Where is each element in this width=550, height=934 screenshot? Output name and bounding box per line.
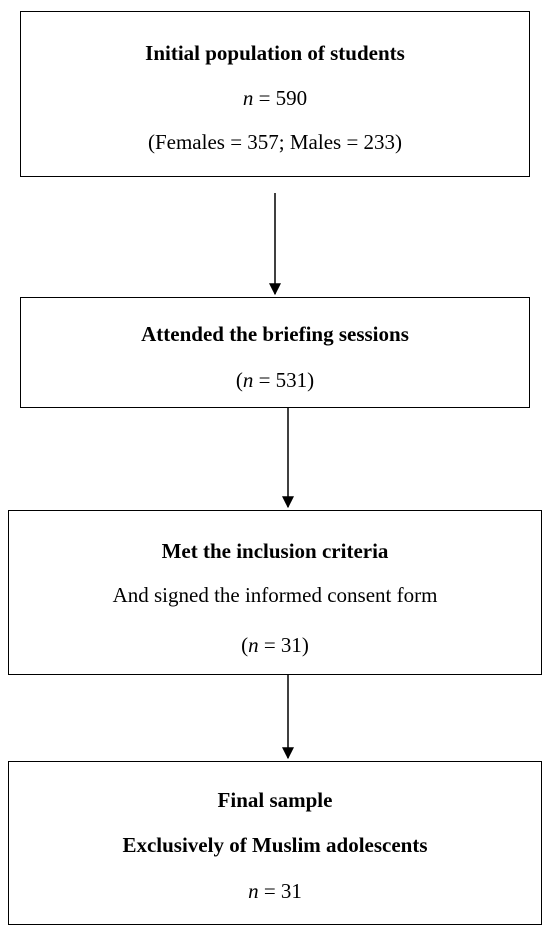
final-sample-subtitle: Exclusively of Muslim adolescents bbox=[122, 833, 428, 857]
n-value: = 31 bbox=[258, 879, 302, 903]
n-value: = 531) bbox=[253, 368, 315, 392]
n-open-paren: ( bbox=[235, 368, 243, 392]
n-symbol: n bbox=[248, 633, 259, 657]
initial-population-breakdown: (Females = 357; Males = 233) bbox=[147, 130, 403, 154]
n-symbol: n bbox=[242, 368, 254, 392]
n-value: = 590 bbox=[253, 86, 308, 110]
initial-population-title: Initial population of students bbox=[145, 41, 405, 65]
briefing-sessions-box: Attended the briefing sessions (n = 531) bbox=[20, 297, 530, 408]
n-symbol: n bbox=[248, 879, 259, 903]
n-value: = 31) bbox=[258, 633, 309, 657]
final-sample-title: Final sample bbox=[217, 788, 333, 812]
final-sample-count: n = 31 bbox=[9, 879, 541, 904]
initial-population-count: n = 590 bbox=[21, 86, 529, 111]
briefing-sessions-count: (n = 531) bbox=[21, 368, 529, 393]
inclusion-criteria-count: (n = 31) bbox=[9, 633, 541, 658]
inclusion-criteria-title: Met the inclusion criteria bbox=[161, 539, 389, 563]
n-open-paren: ( bbox=[241, 633, 249, 657]
briefing-sessions-title: Attended the briefing sessions bbox=[141, 322, 409, 346]
inclusion-criteria-subtitle: And signed the informed consent form bbox=[112, 583, 438, 607]
initial-population-box: Initial population of students n = 590 (… bbox=[20, 11, 530, 177]
n-symbol: n bbox=[242, 86, 254, 110]
final-sample-box: Final sample Exclusively of Muslim adole… bbox=[8, 761, 542, 925]
inclusion-criteria-box: Met the inclusion criteria And signed th… bbox=[8, 510, 542, 675]
